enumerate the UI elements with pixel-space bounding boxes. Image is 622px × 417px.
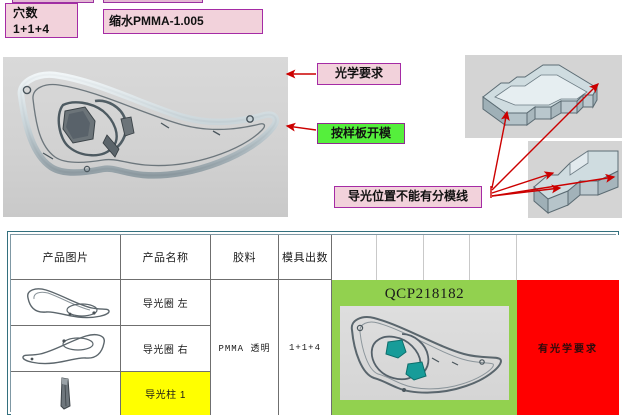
no-parting-line-callout: 导光位置不能有分模线 xyxy=(334,186,482,208)
optical-requirement-callout: 光学要求 xyxy=(317,63,401,85)
main-part-viewport xyxy=(3,57,288,217)
mold-by-sample-label: 按样板开模 xyxy=(330,125,391,140)
light-guide-ring-3d-model xyxy=(17,71,279,179)
table-row xyxy=(11,280,121,326)
table-header-spacer-5 xyxy=(517,235,619,280)
table-header-product-image: 产品图片 xyxy=(11,235,121,280)
table-cell-product-name: 导光圈 左 xyxy=(121,280,211,326)
cavity-count-label: 穴数 xyxy=(13,6,39,20)
top-cut-strip-right xyxy=(103,0,203,3)
optical-requirement-panel: 有光学要求 xyxy=(517,280,619,415)
table-header-material: 胶料 xyxy=(211,235,279,280)
cavity-count-box: 穴数 1+1+4 xyxy=(5,3,78,38)
light-guide-ring-right-thumb xyxy=(21,333,105,364)
optical-requirement-note: 有光学要求 xyxy=(538,344,598,355)
table-cell-product-name: 导光圈 右 xyxy=(121,326,211,372)
top-cut-strip-left xyxy=(12,0,94,3)
table-header-cavity-count: 模具出数 xyxy=(279,235,332,280)
table-header-spacer-2 xyxy=(377,235,424,280)
table-header-product-name: 产品名称 xyxy=(121,235,211,280)
optical-requirement-label: 光学要求 xyxy=(334,66,383,81)
assembly-preview-panel: QCP218182 xyxy=(332,280,517,415)
table-header-spacer-1 xyxy=(332,235,377,280)
detail-viewport-bottom xyxy=(528,141,622,218)
light-guide-pillar-thumb xyxy=(59,376,71,410)
mold-block-isometric-zoom xyxy=(533,150,619,215)
table-cell-material: PMMA 透明 xyxy=(211,280,279,415)
cavity-count-value: 1+1+4 xyxy=(13,21,50,36)
arrow-mold-by-sample xyxy=(285,122,317,132)
shrinkage-label: 缩水PMMA-1.005 xyxy=(109,13,204,28)
light-guide-ring-left-thumb xyxy=(26,287,110,318)
mold-by-sample-callout: 按样板开模 xyxy=(317,123,405,144)
detail-viewport-top xyxy=(465,55,622,138)
table-row xyxy=(11,326,121,372)
table-row xyxy=(11,372,121,415)
table-header-spacer-3 xyxy=(424,235,470,280)
spec-table-inner: 产品图片 产品名称 胶料 模具出数 导光圈 左 xyxy=(10,234,619,415)
assembly-preview-image-frame xyxy=(340,306,509,400)
mold-block-isometric-top xyxy=(482,64,598,126)
shrinkage-box: 缩水PMMA-1.005 xyxy=(103,9,263,34)
light-guide-assembly-render xyxy=(350,316,502,394)
table-header-spacer-4 xyxy=(470,235,517,280)
spec-table: 产品图片 产品名称 胶料 模具出数 导光圈 左 xyxy=(7,231,619,415)
part-number-label: QCP218182 xyxy=(384,286,465,302)
table-cell-product-name-highlight: 导光柱 1 xyxy=(121,372,211,415)
no-parting-line-label: 导光位置不能有分模线 xyxy=(347,189,468,204)
table-cell-cavity-count: 1+1+4 xyxy=(279,280,332,415)
